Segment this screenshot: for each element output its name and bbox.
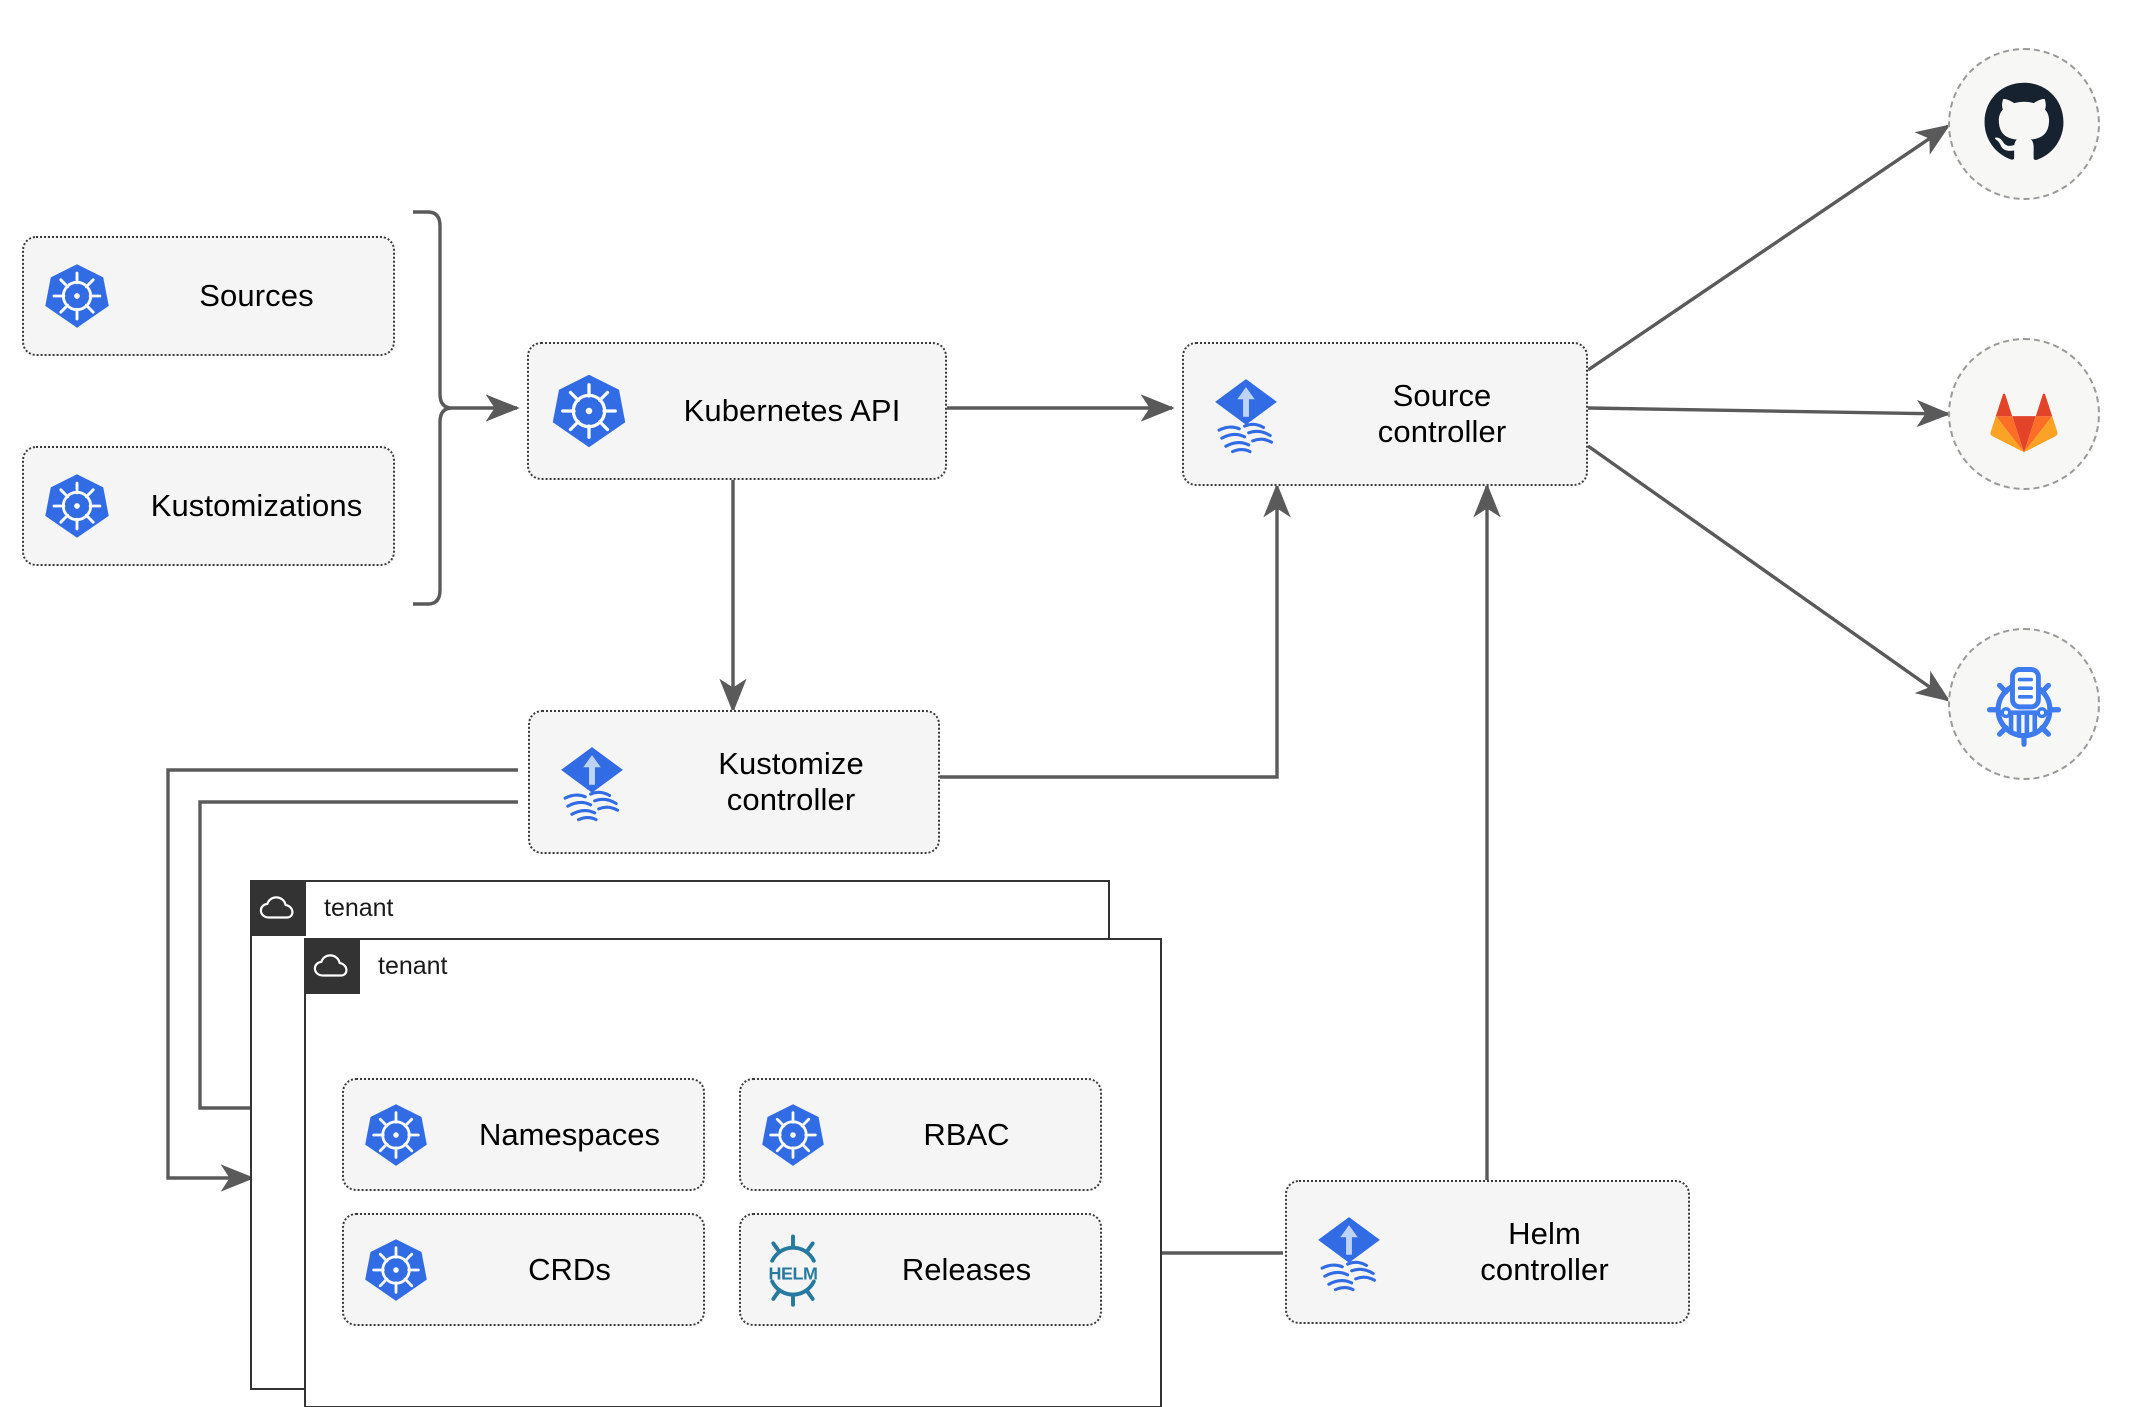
tenant-title: tenant xyxy=(324,893,394,922)
edge-sources-bracket xyxy=(413,210,453,606)
github-icon xyxy=(1984,82,2064,161)
node-source-controller[interactable]: Source controller xyxy=(1182,342,1588,486)
kubernetes-icon xyxy=(24,261,130,331)
cloud-icon xyxy=(250,880,306,936)
resource-namespaces[interactable]: Namespaces xyxy=(342,1078,705,1191)
node-label-line2: controller xyxy=(1377,414,1507,449)
resource-crds[interactable]: CRDs xyxy=(342,1213,705,1326)
node-label-line2: controller xyxy=(1480,1252,1609,1287)
resource-label: Namespaces xyxy=(479,1116,660,1152)
provider-helm-repository[interactable] xyxy=(1948,628,2100,780)
edge-kustomize-to-source-controller xyxy=(940,483,1291,779)
node-kustomizations[interactable]: Kustomizations xyxy=(22,446,395,566)
kubernetes-icon xyxy=(741,1101,845,1169)
resource-rbac[interactable]: RBAC xyxy=(739,1078,1102,1191)
kubernetes-icon xyxy=(344,1236,448,1304)
kubernetes-icon xyxy=(24,471,130,541)
node-kubernetes-api[interactable]: Kubernetes API xyxy=(527,342,947,480)
kubernetes-icon xyxy=(529,371,649,451)
gitlab-icon xyxy=(1990,393,2058,453)
node-label-line1: Kustomize xyxy=(718,746,864,782)
tenant-title: tenant xyxy=(378,951,448,980)
edge-source-to-gitlab xyxy=(1587,399,1951,428)
helm-repository-icon xyxy=(1986,667,2062,747)
resource-label: RBAC xyxy=(923,1116,1010,1152)
node-label-line1: Helm xyxy=(1508,1216,1581,1252)
node-sources[interactable]: Sources xyxy=(22,236,395,356)
tenant-header: tenant xyxy=(250,880,394,936)
resource-label: CRDs xyxy=(528,1251,611,1287)
edge-source-to-helm-repository xyxy=(1587,444,1951,702)
helm-icon: HELM xyxy=(741,1233,845,1307)
node-label-line2: controller xyxy=(726,782,856,817)
node-label: Sources xyxy=(199,278,314,314)
flux-icon xyxy=(530,739,654,825)
cloud-icon xyxy=(304,938,360,994)
svg-text:HELM: HELM xyxy=(769,1263,818,1283)
node-label: Helm controller xyxy=(1411,1216,1688,1287)
node-helm-controller[interactable]: Helm controller xyxy=(1285,1180,1690,1324)
resource-releases[interactable]: HELM Releases xyxy=(739,1213,1102,1326)
tenant-box-2[interactable]: tenant xyxy=(304,938,1162,1407)
flux-icon xyxy=(1184,371,1308,457)
kubernetes-icon xyxy=(344,1101,448,1169)
node-label: Source controller xyxy=(1308,378,1586,449)
provider-gitlab[interactable] xyxy=(1948,338,2100,490)
node-label-line1: Source xyxy=(1392,378,1492,414)
tenant-header: tenant xyxy=(304,938,448,994)
node-label: Kustomizations xyxy=(150,488,363,524)
provider-github[interactable] xyxy=(1948,48,2100,200)
flux-icon xyxy=(1287,1209,1411,1295)
node-label: Kustomize controller xyxy=(654,746,938,817)
node-kustomize-controller[interactable]: Kustomize controller xyxy=(528,710,940,854)
resource-label: Releases xyxy=(901,1251,1032,1287)
node-label: Kubernetes API xyxy=(683,393,901,429)
edge-source-to-github xyxy=(1587,124,1951,372)
tenant-resource-grid: Namespaces xyxy=(342,1078,1102,1326)
